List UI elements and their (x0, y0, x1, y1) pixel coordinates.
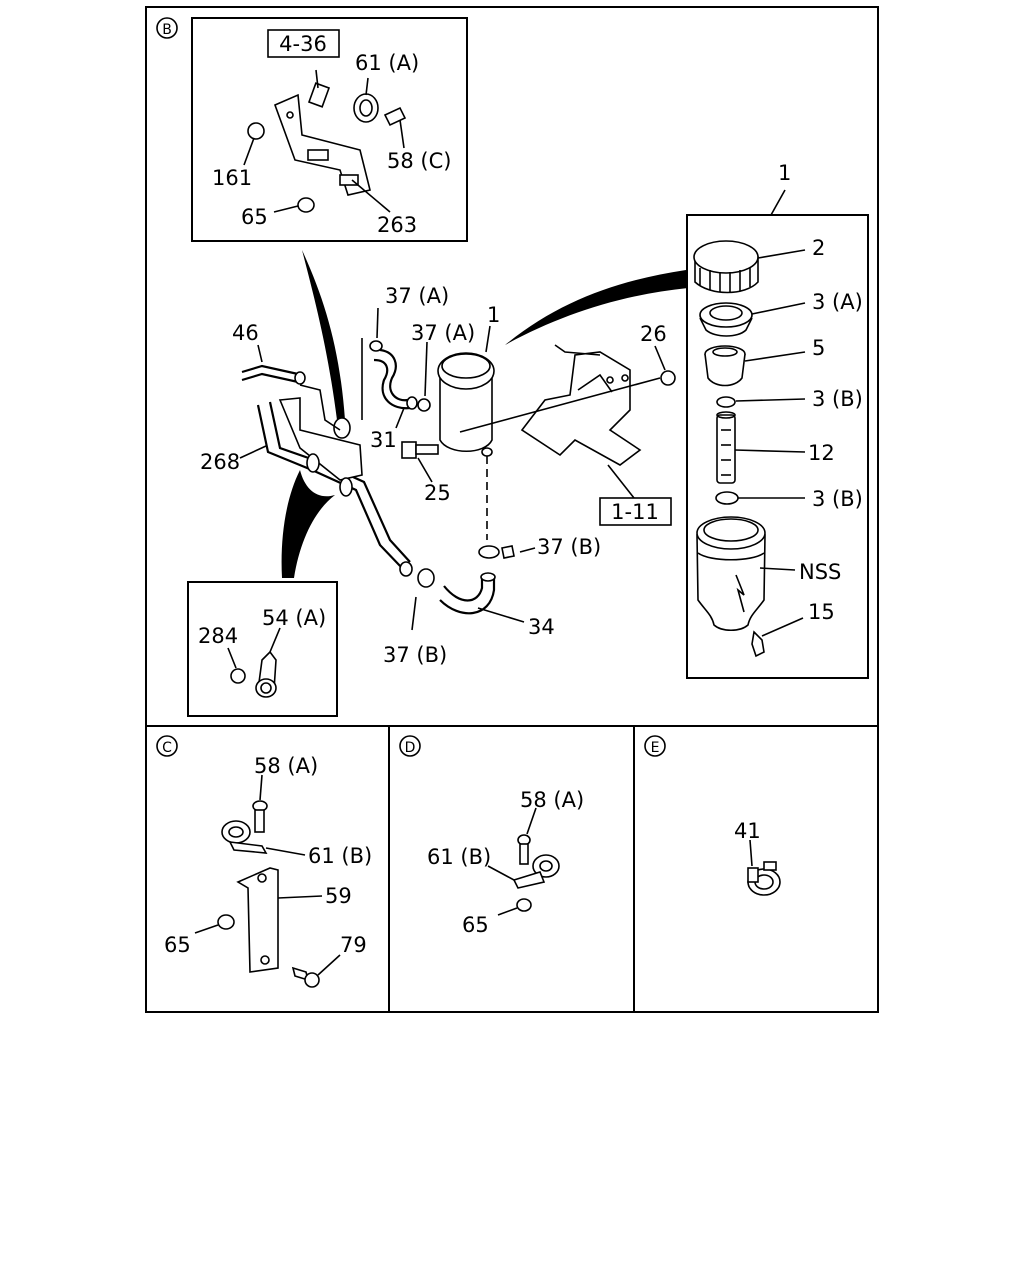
bracket-plate (273, 93, 371, 196)
inset-bracket-box (191, 17, 468, 242)
nut-65 (297, 197, 315, 213)
section-e-drawing: 41 (734, 819, 781, 896)
label-31: 31 (370, 428, 397, 452)
bracket-59 (236, 867, 279, 973)
label-3b-lower: 3 (B) (812, 487, 863, 511)
label-nss: NSS (799, 560, 841, 584)
label-26: 26 (640, 322, 667, 346)
clamp-37b-bottom (417, 568, 435, 588)
o-ring-3b-upper (716, 396, 736, 408)
section-marker-e: E (644, 735, 666, 757)
label-37a-right: 37 (A) (411, 321, 475, 345)
label-2: 2 (812, 236, 825, 260)
section-c-drawing: 58 (A) 61 (B) 59 65 79 (164, 754, 372, 988)
section-marker-c: C (156, 735, 178, 757)
hose-46 (241, 364, 299, 376)
main-assembly-drawing: 46 268 37 (A) 37 (A) 31 1 (200, 284, 676, 667)
nut-161 (247, 122, 265, 140)
clamp-37b-right (478, 545, 500, 559)
hose-31 (379, 348, 409, 402)
nut-65-c (217, 914, 235, 930)
label-37b-bottom: 37 (B) (383, 643, 447, 667)
label-79: 79 (340, 933, 367, 957)
label-41: 41 (734, 819, 761, 843)
label-34: 34 (528, 615, 555, 639)
hose-34 (439, 578, 496, 615)
section-markers: B C D E (156, 17, 666, 757)
label-59: 59 (325, 884, 352, 908)
label-65-c: 65 (164, 933, 191, 957)
label-12: 12 (808, 441, 835, 465)
label-37b-right: 37 (B) (537, 535, 601, 559)
label-61a-top: 61 (A) (355, 51, 419, 75)
label-161: 161 (212, 166, 252, 190)
ref-box-1-11 (599, 497, 672, 526)
label-58c: 58 (C) (387, 149, 451, 173)
section-label-c: C (162, 740, 172, 756)
label-1-tank: 1 (487, 303, 500, 327)
label-65-d: 65 (462, 913, 489, 937)
label-61b-d: 61 (B) (427, 845, 491, 869)
clip (333, 417, 351, 439)
clamp-37a-right (417, 398, 431, 412)
label-37a-left: 37 (A) (385, 284, 449, 308)
label-268: 268 (200, 450, 240, 474)
pipe-268 (256, 404, 403, 569)
bolt-58c (383, 106, 407, 127)
stud (307, 149, 329, 161)
section-marker-d: D (399, 735, 421, 757)
nut-284 (230, 668, 246, 684)
label-54a: 54 (A) (262, 606, 326, 630)
label-46: 46 (232, 321, 259, 345)
ref-label-4-36: 4-36 (279, 32, 327, 56)
label-58a-d: 58 (A) (520, 788, 584, 812)
pipe-bracket (278, 397, 363, 481)
clip-61b (221, 820, 251, 844)
section-label-b: B (162, 22, 172, 38)
exploded-tank-drawing: 1 2 3 (A) 5 3 (B) 12 (693, 161, 863, 658)
label-263: 263 (377, 213, 417, 237)
clip-61a (353, 93, 379, 123)
label-3b-upper: 3 (B) (812, 387, 863, 411)
outer-frame (145, 6, 879, 1013)
label-3a: 3 (A) (812, 290, 863, 314)
section-label-d: D (405, 740, 416, 756)
ref-label-1-11: 1-11 (611, 500, 659, 524)
label-15: 15 (808, 600, 835, 624)
o-ring-3b-lower (715, 491, 739, 505)
clip-15 (751, 630, 765, 658)
bolt (307, 82, 331, 108)
bolt-26 (660, 370, 676, 386)
bracket-inset-drawing: 4-36 61 (A) 58 (C) 161 65 263 (212, 29, 451, 237)
section-label-e: E (651, 740, 660, 756)
label-5: 5 (812, 336, 825, 360)
tank-mounting-bracket (520, 351, 642, 466)
callout-arrows (281, 250, 688, 578)
label-61b-c: 61 (B) (308, 844, 372, 868)
label-25: 25 (424, 481, 451, 505)
clip-inset-drawing: 284 54 (A) (198, 606, 326, 698)
label-1-assembly: 1 (778, 161, 791, 185)
label-58a-c: 58 (A) (254, 754, 318, 778)
section-marker-b: B (156, 17, 178, 39)
clamp-37a-left (369, 340, 383, 352)
reservoir-tank (439, 374, 493, 452)
stud (339, 174, 359, 186)
frames (145, 6, 879, 1013)
bolt-25 (401, 441, 417, 459)
exploded-tank-box (686, 214, 869, 679)
filter-12 (716, 414, 736, 484)
nut-65-d (516, 898, 532, 912)
label-284: 284 (198, 624, 238, 648)
ref-box-4-36 (267, 29, 340, 58)
section-d-drawing: 58 (A) 61 (B) 65 (427, 788, 584, 937)
label-65-top: 65 (241, 205, 268, 229)
inset-clip-box (187, 581, 338, 717)
reservoir-cap (437, 352, 495, 390)
